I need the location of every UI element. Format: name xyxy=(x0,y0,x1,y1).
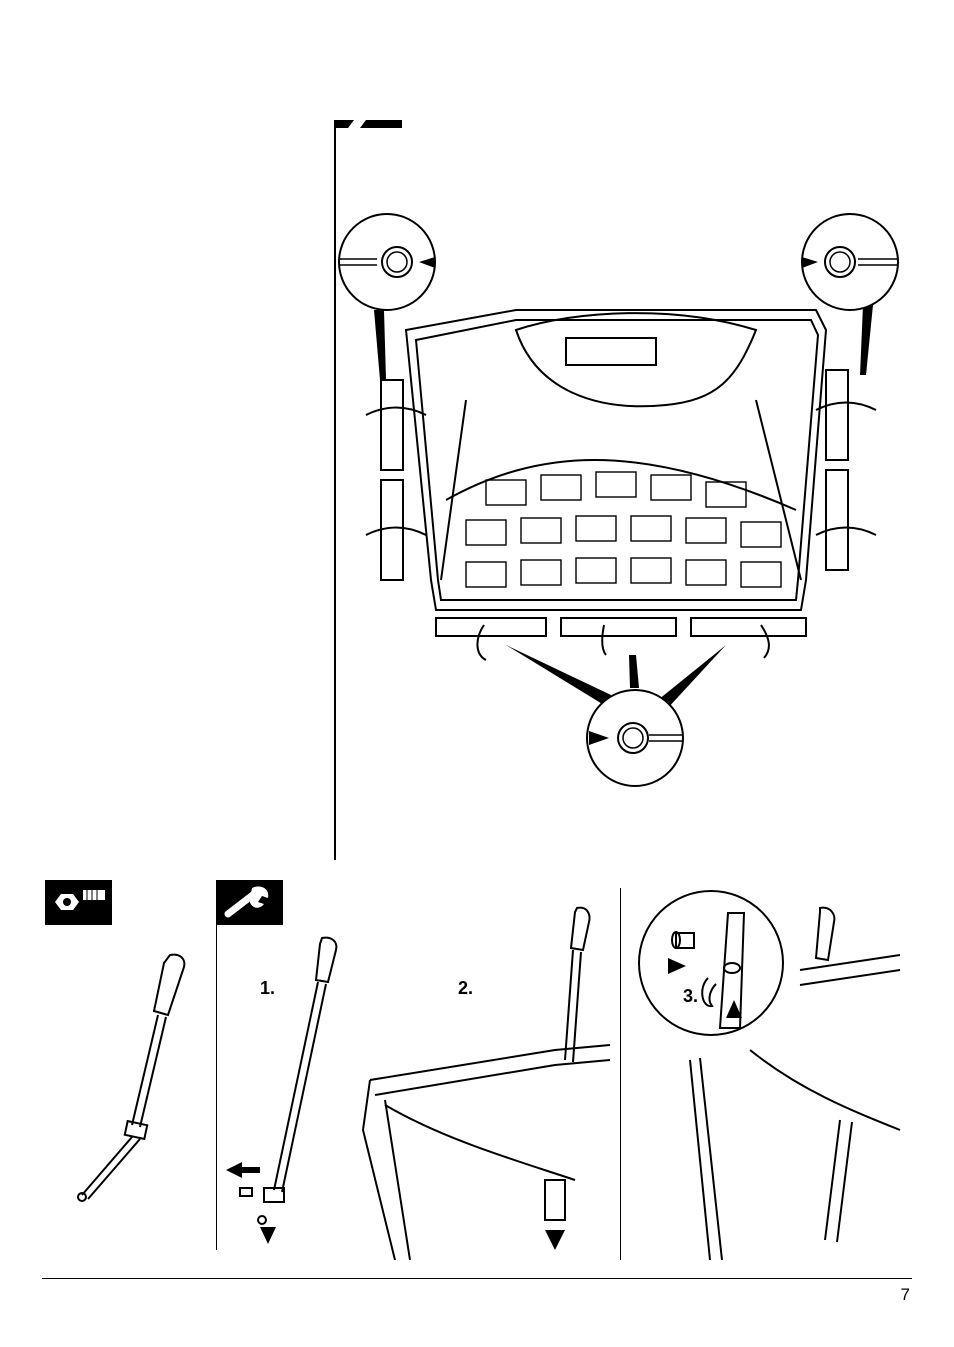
nut-bolt-icon xyxy=(45,880,112,925)
step-3-label: 3. xyxy=(683,986,698,1007)
step-2-illustration xyxy=(355,900,610,1260)
step-3-detail-circle xyxy=(636,888,786,1038)
step-1-illustration xyxy=(222,930,362,1260)
footer-rule xyxy=(42,1278,912,1279)
detail-circle-top-right xyxy=(800,212,900,312)
detail-circle-bottom xyxy=(585,688,685,788)
tool-section-divider-left xyxy=(216,925,217,1250)
handle-rod-illustration xyxy=(60,945,200,1215)
tool-section-divider-right xyxy=(620,888,621,1260)
speed-mark-icon xyxy=(336,120,406,130)
wrench-icon xyxy=(216,880,283,925)
detail-circle-top-left xyxy=(337,212,437,312)
page-number: 7 xyxy=(901,1285,910,1305)
